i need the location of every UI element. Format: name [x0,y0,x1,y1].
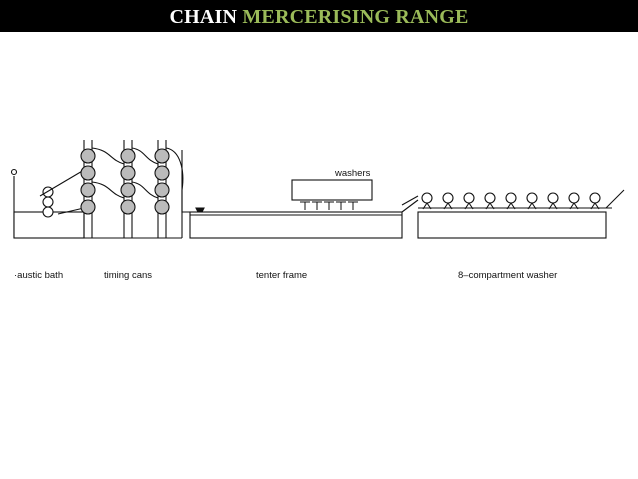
label-caustic-bath: ·austic bath [14,270,63,281]
label-compartment-washer: 8–compartment washer [458,270,557,281]
title-chain: CHAIN [169,6,238,28]
mercerising-range-diagram: washers ·austic bath timing cans tenter … [10,140,625,281]
compartment-washer [401,189,625,239]
washers-unit [291,179,373,213]
label-timing-cans: timing cans [104,270,152,281]
slide-title: CHAIN MERCERISING RANGE [0,0,638,32]
label-washers: washers [334,168,371,179]
caustic-bath [10,168,85,239]
timing-cans [80,140,196,239]
label-tenter-frame: tenter frame [256,270,307,281]
title-mercerising-range: MERCERISING RANGE [242,6,469,28]
